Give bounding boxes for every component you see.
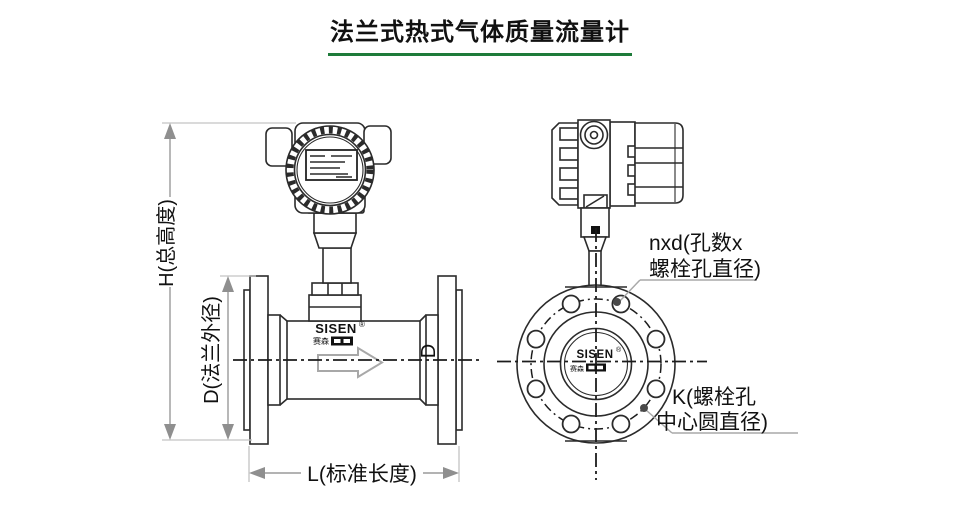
flow-direction-arrow-icon — [317, 346, 384, 379]
brand-text: SISEN — [315, 321, 357, 336]
brand-cn: 赛森 — [570, 364, 584, 373]
sensor-stem — [306, 202, 365, 322]
sisen-logo-front: SISEN ® 赛森 — [570, 346, 622, 373]
brand-cn: 赛森 — [313, 336, 329, 346]
k-label-line1: K(螺栓孔 — [672, 386, 756, 409]
page-title-wrap: 法兰式热式气体质量流量计 — [0, 12, 960, 56]
dimension-h: H(总高度) — [155, 123, 178, 440]
lcd-display — [305, 149, 358, 181]
stem-profile — [580, 207, 610, 289]
transmitter-head — [265, 122, 392, 215]
front-view: SISEN ® 赛森 nxd(孔数x 螺栓孔直径) — [497, 119, 798, 480]
brand-reg: ® — [616, 346, 622, 354]
bolt-holes — [526, 294, 666, 434]
nxd-label-line2: 螺栓孔直径) — [649, 258, 761, 281]
brand-reg: ® — [359, 320, 365, 329]
page-title: 法兰式热式气体质量流量计 — [328, 12, 632, 56]
label-nxd: nxd(孔数x 螺栓孔直径) — [613, 232, 761, 306]
dimension-l: L(标准长度) — [249, 463, 459, 486]
transmitter-head-profile — [551, 119, 684, 209]
label-k: K(螺栓孔 中心圆直径) — [640, 386, 798, 434]
sisen-logo: SISEN ® 赛森 — [313, 320, 365, 346]
dim-d-label: D(法兰外径) — [200, 296, 223, 404]
bore-d-label: D — [418, 344, 440, 358]
dim-h-label: H(总高度) — [155, 199, 178, 287]
brand-text: SISEN — [576, 349, 613, 361]
nxd-label-line1: nxd(孔数x — [649, 232, 743, 255]
side-view: SISEN ® 赛森 — [233, 122, 480, 445]
dimensions: H(总高度) D(法兰外径) L(标准长度) D — [155, 122, 460, 486]
dim-l-label: L(标准长度) — [307, 463, 417, 486]
dimension-d: D(法兰外径) — [200, 276, 234, 440]
k-label-line2: 中心圆直径) — [656, 411, 768, 434]
